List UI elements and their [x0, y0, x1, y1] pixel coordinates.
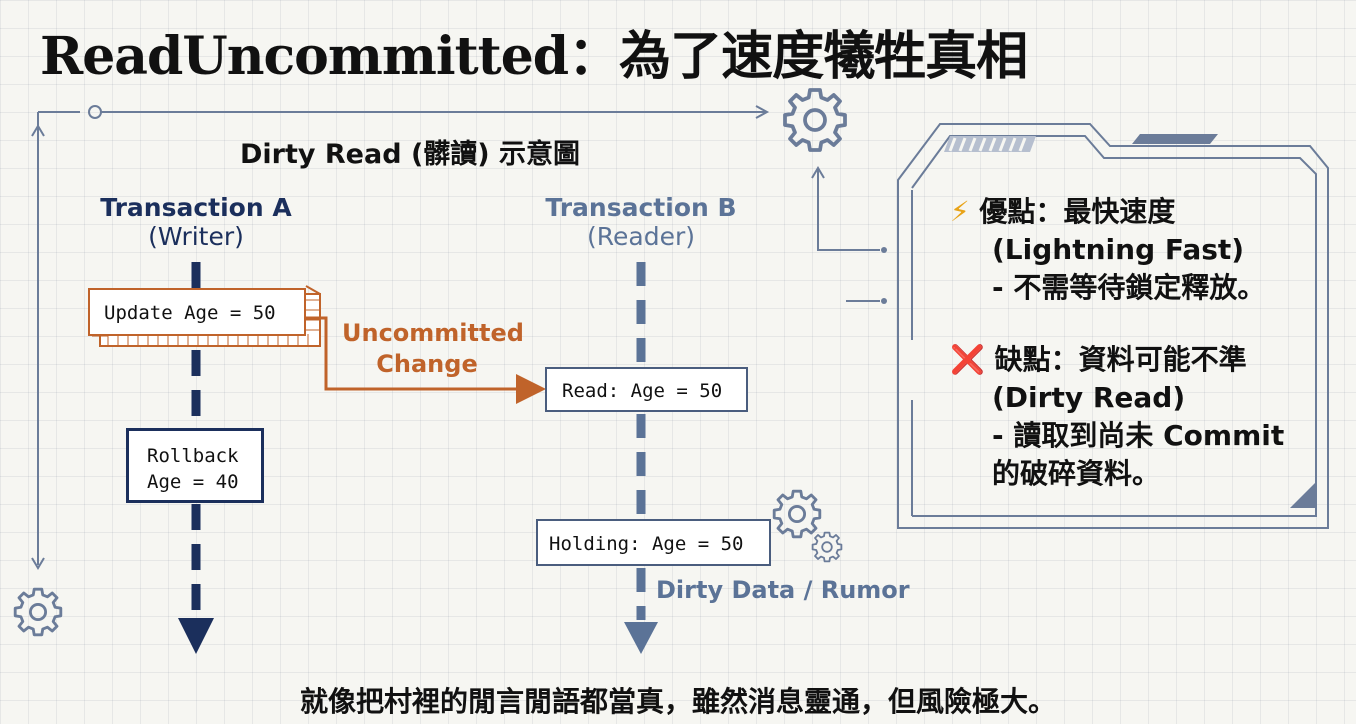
read-box: Read: Age = 50 [545, 367, 748, 412]
timeline-b [624, 262, 658, 654]
pros-line2: (Lightning Fast) [992, 233, 1245, 266]
gear-icon [772, 489, 822, 539]
cons-heading: ❌ 缺點：資料可能不準 [950, 341, 1284, 379]
cons-line4: 的破碎資料。 [992, 457, 1161, 490]
diagram-label: Dirty Read (髒讀) 示意圖 [240, 139, 581, 170]
timeline-a [178, 262, 214, 654]
transaction-a-header: Transaction A (Writer) [96, 193, 296, 251]
uncommitted-change-label: Uncommitted Change [342, 318, 524, 380]
frame-lines [31, 105, 887, 570]
gear-icon [783, 88, 847, 152]
pros-line3: - 不需等待鎖定釋放。 [992, 271, 1266, 304]
dirty-data-label: Dirty Data / Rumor [656, 576, 910, 604]
transaction-b-role: (Reader) [587, 222, 695, 251]
cons-line1: 缺點：資料可能不準 [994, 343, 1247, 376]
transaction-a-name: Transaction A [100, 193, 292, 222]
holding-box: Holding: Age = 50 [536, 519, 771, 566]
transaction-b-name: Transaction B [545, 193, 737, 222]
info-panel: ⚡ 優點：最快速度 (Lightning Fast) - 不需等待鎖定釋放。 ❌… [950, 193, 1284, 493]
cons-line2: (Dirty Read) [992, 381, 1186, 414]
lightning-icon: ⚡ [950, 195, 970, 228]
uncommitted-label-line2: Change [376, 350, 478, 378]
transaction-a-role: (Writer) [148, 222, 244, 251]
arrow-down-icon [178, 618, 214, 654]
panel-stripes [944, 134, 1316, 508]
gear-icon [13, 587, 63, 637]
transaction-b-header: Transaction B (Reader) [541, 193, 741, 251]
cross-icon: ❌ [950, 343, 985, 376]
bottom-caption: 就像把村裡的閒言閒語都當真，雖然消息靈通，但風險極大。 [299, 685, 1056, 718]
pros-heading: ⚡ 優點：最快速度 [950, 193, 1284, 231]
cons-line3: - 讀取到尚未 Commit [992, 419, 1285, 452]
arrow-down-icon [624, 622, 658, 654]
pros-line1: 優點：最快速度 [979, 195, 1176, 228]
rollback-box: Rollback Age = 40 [126, 428, 264, 503]
page-title: ReadUncommitted：為了速度犧牲真相 [40, 26, 1028, 87]
uncommitted-label-line1: Uncommitted [342, 319, 524, 347]
update-box: Update Age = 50 [88, 288, 306, 336]
uncommitted-arrow [306, 316, 546, 404]
gear-icon [811, 531, 843, 563]
